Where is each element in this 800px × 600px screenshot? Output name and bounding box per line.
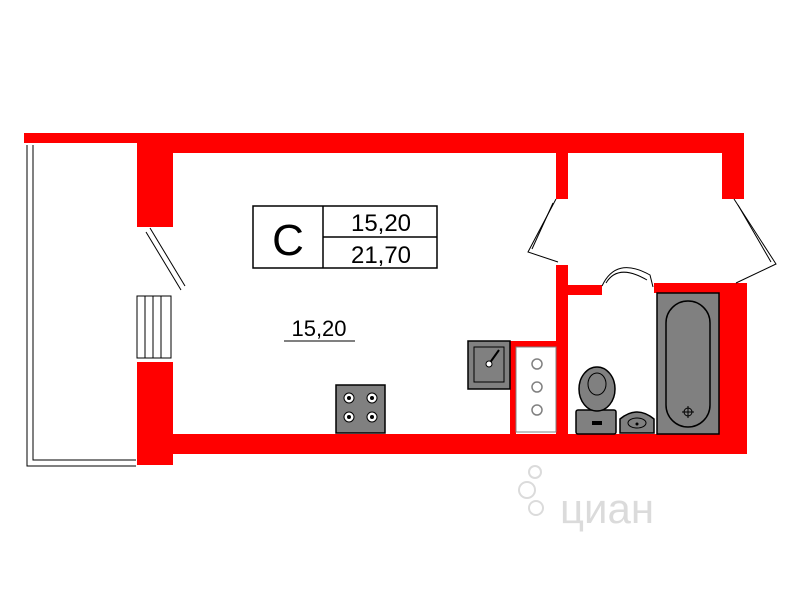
entrance-door: [733, 198, 777, 284]
balcony: [26, 145, 136, 467]
stove-icon: [335, 384, 386, 434]
living-area-value: 15,20: [351, 210, 411, 237]
room-area-label: 15,20: [284, 316, 355, 342]
balcony-steps: [136, 295, 172, 359]
room-door: [527, 198, 559, 263]
area-badge: С 15,20 21,70: [252, 205, 438, 269]
apartment-type-letter: С: [272, 216, 304, 265]
toilet-icon: [575, 366, 617, 435]
svg-text:15,20: 15,20: [291, 316, 346, 341]
watermark-text: циан: [560, 485, 654, 532]
washbasin-icon: [619, 411, 655, 434]
total-area-value: 21,70: [351, 242, 411, 269]
walls: [24, 133, 747, 465]
fridge-icon: [515, 346, 557, 433]
watermark-logo: циан: [518, 465, 654, 532]
balcony-door: [149, 227, 186, 287]
bathtub-icon: [656, 292, 720, 435]
kitchen-sink-icon: [467, 340, 511, 390]
doors: [145, 198, 777, 291]
bathroom-door: [601, 267, 654, 288]
